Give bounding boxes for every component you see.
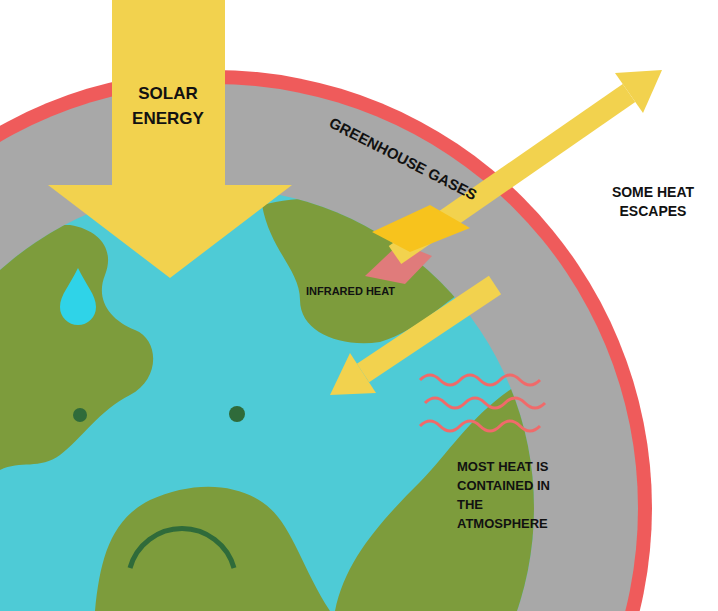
- heat-wave: [420, 375, 540, 385]
- absorbed-heat: [372, 205, 470, 252]
- return-arrow-shaft: [363, 285, 495, 373]
- atmosphere-edge: [0, 70, 652, 611]
- greenhouse-label: GREENHOUSE GASES: [323, 112, 483, 205]
- infrared-label: INFRARED HEAT: [306, 285, 416, 298]
- eye: [73, 408, 87, 422]
- solar-arrow: [48, 0, 292, 278]
- continent: [0, 225, 153, 470]
- heat-wave: [425, 398, 545, 408]
- eye: [229, 406, 245, 422]
- greenhouse-layer: [0, 84, 638, 611]
- heat-waves: [420, 375, 545, 431]
- tear-drop: [60, 268, 96, 325]
- continent: [95, 487, 330, 611]
- heat-wave: [420, 421, 540, 431]
- solar-energy-label: SOLAR ENERGY: [118, 82, 218, 131]
- continent: [335, 382, 600, 611]
- return-arrow-head: [330, 353, 376, 395]
- frown: [130, 529, 234, 568]
- contained-label: MOST HEAT IS CONTAINED IN THE ATMOSPHERE: [457, 458, 561, 533]
- continents: [0, 198, 600, 611]
- escape-arrow-head: [615, 70, 662, 113]
- escape-label: SOME HEAT ESCAPES: [598, 183, 708, 221]
